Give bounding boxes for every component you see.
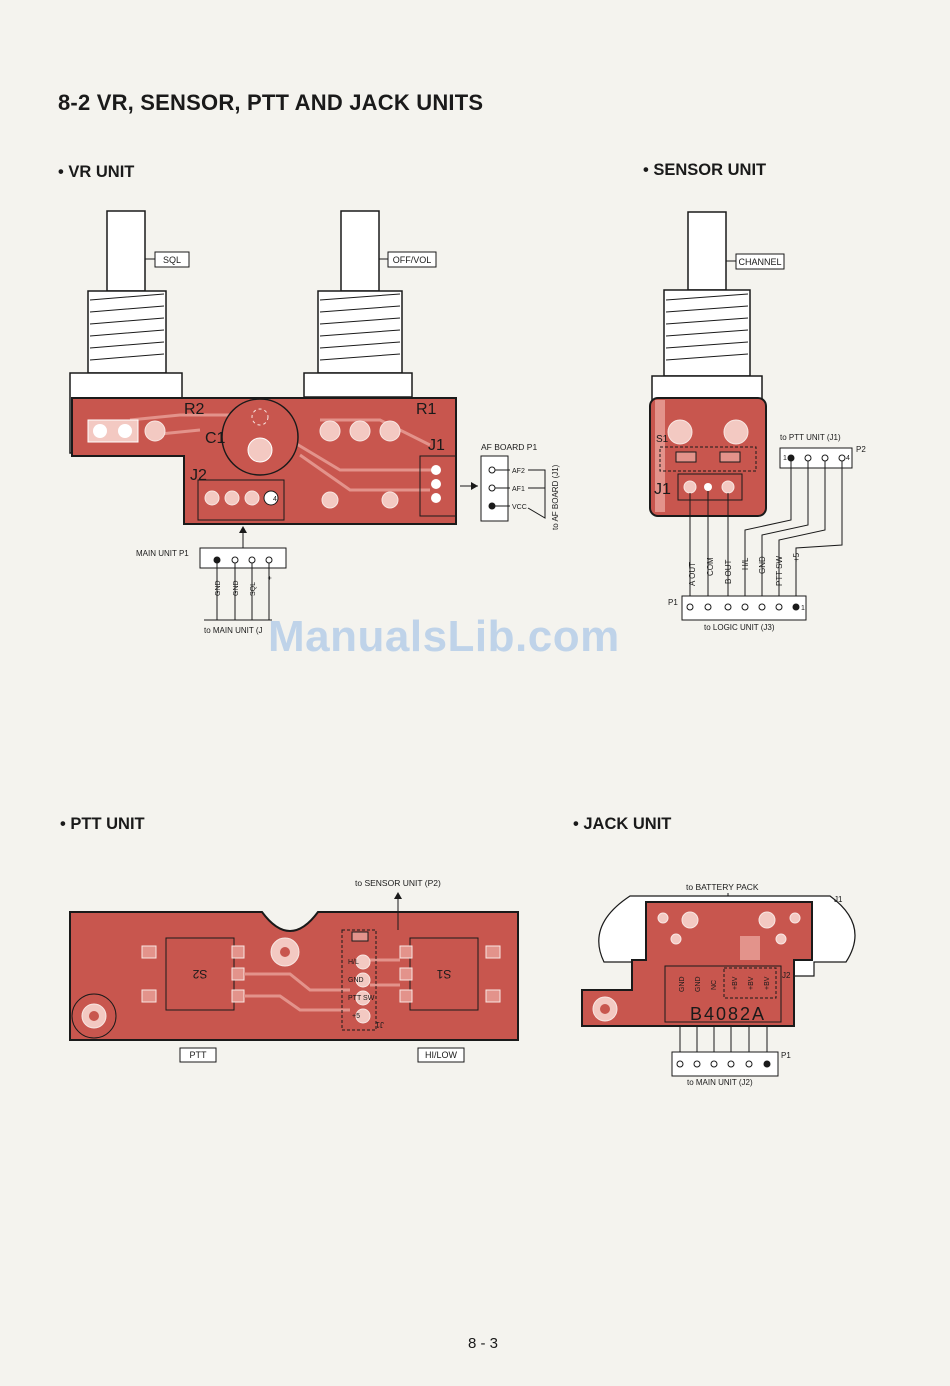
ptt-pad-gnd: GND	[348, 977, 364, 984]
off-vol-label: OFF/VOL	[393, 255, 432, 265]
vr-unit-title: VR UNIT	[58, 163, 134, 182]
jack-part-number: B4082A	[690, 1004, 766, 1024]
ptt-j1-label: J1	[375, 1020, 384, 1029]
jack-pad-nc: NC	[711, 980, 718, 990]
vr-c1-label: C1	[205, 430, 226, 447]
sensor-pin-gnd: GND	[758, 556, 767, 574]
watermark: ManualsLib.com	[268, 612, 620, 661]
sensor-p1-label: P1	[668, 598, 678, 607]
af-pin-af2: AF2	[512, 468, 525, 475]
to-sensor-unit-label: to SENSOR UNIT (P2)	[355, 878, 441, 888]
vr-r2-label: R2	[184, 401, 205, 418]
sensor-unit-title: SENSOR UNIT	[643, 161, 766, 180]
ptt-s1-label: S1	[436, 967, 451, 981]
main-pin-gnd-2: GND	[233, 580, 240, 596]
page-title: 8-2 VR, SENSOR, PTT AND JACK UNITS	[58, 90, 484, 115]
ptt-unit-title: PTT UNIT	[60, 815, 144, 834]
main-pin-plus: +	[267, 576, 274, 580]
af-pin-vcc: VCC	[512, 504, 527, 511]
main-pin-sql: SQL	[250, 582, 257, 596]
sensor-pin-b-out: B OUT	[724, 559, 733, 584]
to-ptt-unit-label: to PTT UNIT (J1)	[780, 433, 841, 442]
jack-pad-bv-1: +BV	[732, 976, 739, 990]
to-logic-unit-label: to LOGIC UNIT (J3)	[704, 623, 775, 632]
vr-r1-label: R1	[416, 401, 437, 418]
page-number: 8 - 3	[468, 1335, 499, 1352]
af-board-to-label: to AF BOARD (J1)	[551, 464, 560, 530]
main-pin-gnd-1: GND	[215, 580, 222, 596]
ptt-pad-hl: H/L	[348, 959, 359, 966]
jack-pad-bv-3: +BV	[764, 976, 771, 990]
vr-threads-left	[87, 290, 167, 374]
jack-p1-label: P1	[781, 1051, 791, 1060]
sensor-p2-pin1: 1	[783, 455, 787, 462]
sql-label: SQL	[163, 255, 181, 265]
sensor-p1-pin1: 1	[801, 605, 805, 612]
jack-pad-gnd-1: GND	[679, 976, 686, 992]
sensor-pin-plus5: +5	[792, 552, 801, 562]
jack-j2-label: J2	[782, 971, 791, 980]
jack-pad-gnd-2: GND	[695, 976, 702, 992]
main-unit-p1-header: MAIN UNIT P1	[136, 549, 189, 558]
sensor-p2-label: P2	[856, 445, 866, 454]
af-pin-af1: AF1	[512, 486, 525, 493]
jack-pcb	[581, 901, 813, 1027]
jack-j1-label: J1	[834, 895, 843, 904]
vr-j2-label: J2	[190, 467, 207, 484]
ptt-pad-ptt-sw: PTT SW	[348, 995, 375, 1002]
to-battery-pack-label: to BATTERY PACK	[686, 882, 759, 892]
af-board-header: AF BOARD P1	[481, 442, 537, 452]
sensor-p2-pin4: 4	[846, 455, 850, 462]
sensor-pin-a-out: A OUT	[688, 562, 697, 586]
sensor-pin-hl: H/L	[741, 557, 750, 570]
to-main-unit-label: to MAIN UNIT (J2)	[687, 1078, 753, 1087]
ptt-label: PTT	[190, 1050, 208, 1060]
sensor-j1-label: J1	[654, 481, 671, 498]
vr-j2-pin4-label: 4	[273, 496, 277, 503]
jack-pad-bv-2: +BV	[748, 976, 755, 990]
channel-label: CHANNEL	[738, 257, 781, 267]
sensor-s1-label: S1	[656, 434, 669, 445]
ptt-s2-label: S2	[192, 967, 207, 981]
jack-unit-title: JACK UNIT	[573, 815, 671, 834]
sensor-pin-ptt-sw: PTT SW	[775, 555, 784, 586]
main-unit-to-label: to MAIN UNIT (J	[204, 626, 263, 635]
hilow-label: HI/LOW	[425, 1050, 458, 1060]
ptt-pad-plus5: +5	[352, 1013, 360, 1020]
sensor-pin-com: COM	[706, 557, 715, 576]
vr-j1-label: J1	[428, 437, 445, 454]
